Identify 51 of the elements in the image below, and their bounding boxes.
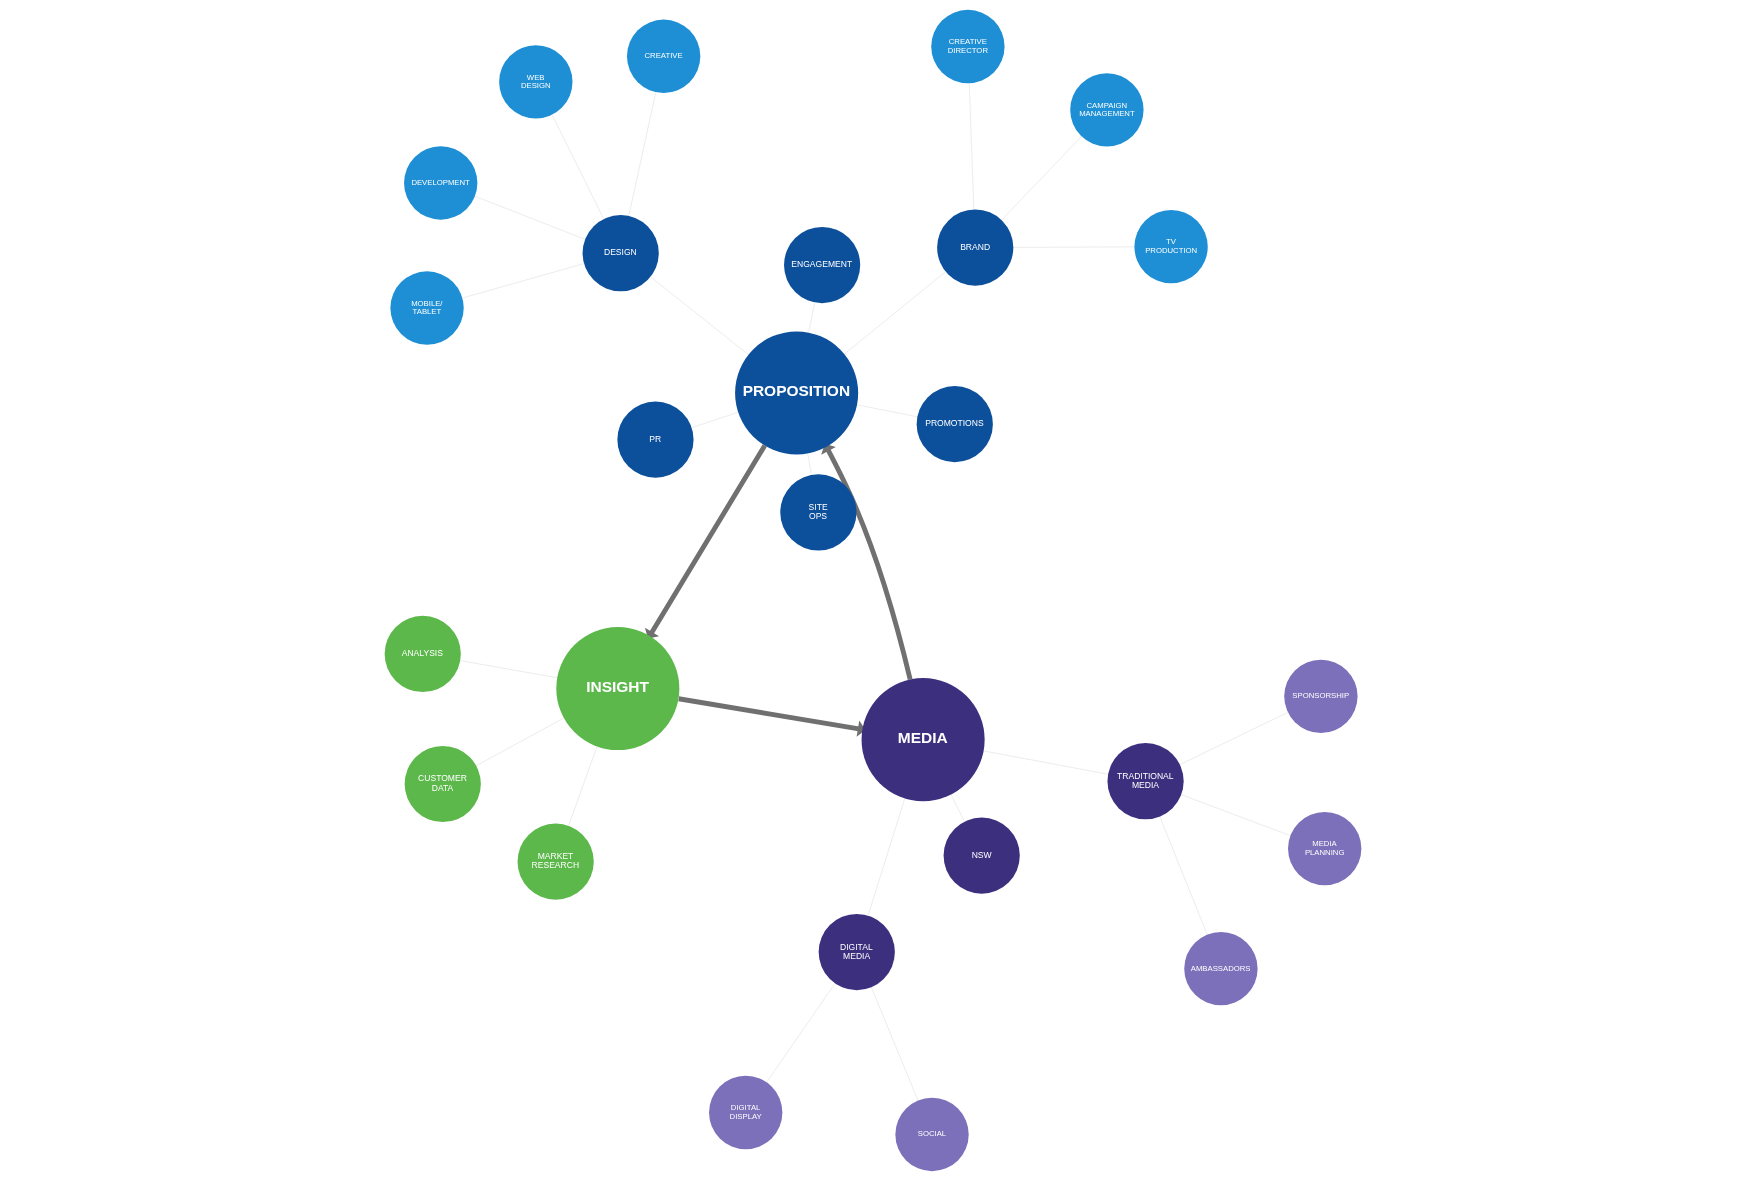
connector bbox=[856, 404, 918, 417]
connector bbox=[568, 746, 598, 826]
arrow bbox=[644, 444, 767, 639]
connector bbox=[462, 263, 585, 299]
node-circle: DESIGN bbox=[582, 215, 659, 292]
node-circle: DEVELOPMENT bbox=[404, 146, 478, 220]
node-circle: CREATIVE DIRECTOR bbox=[931, 9, 1005, 84]
node-circle: MEDIA PLANNING bbox=[1288, 811, 1362, 886]
connector bbox=[650, 276, 749, 355]
node-circle: BRAND bbox=[937, 209, 1014, 286]
connector bbox=[983, 750, 1109, 775]
connector bbox=[1179, 712, 1289, 765]
connector bbox=[808, 302, 815, 333]
connector bbox=[1001, 136, 1082, 221]
arrow bbox=[678, 696, 866, 737]
node-circle: CUSTOMER DATA bbox=[404, 745, 481, 823]
node-circle: SPONSORSHIP bbox=[1284, 659, 1358, 733]
connector bbox=[871, 987, 919, 1101]
node-circle: TRADITIONAL MEDIA bbox=[1107, 743, 1184, 820]
node-circle: SOCIAL bbox=[895, 1097, 969, 1172]
node-circle: DIGITAL DISPLAY bbox=[709, 1075, 783, 1150]
connector bbox=[476, 717, 564, 766]
node-circle: PR bbox=[617, 401, 694, 478]
connector bbox=[844, 271, 946, 355]
node-circle: CREATIVE bbox=[627, 19, 701, 93]
connector bbox=[867, 798, 905, 916]
node-circle: AMBASSADORS bbox=[1184, 932, 1258, 1006]
connector bbox=[1159, 816, 1208, 935]
connector bbox=[969, 83, 975, 210]
node-circle: MOBILE/ TABLET bbox=[390, 271, 464, 345]
node-circle: PROMOTIONS bbox=[916, 386, 993, 463]
node-circle: TV PRODUCTION bbox=[1134, 210, 1208, 284]
node-circle: NSW bbox=[943, 817, 1020, 894]
connector bbox=[628, 92, 656, 217]
node-circle: DIGITAL MEDIA bbox=[818, 913, 895, 991]
connector bbox=[551, 114, 604, 220]
connector bbox=[460, 660, 558, 678]
node-circle: ENGAGEMENT bbox=[784, 226, 861, 304]
connector bbox=[807, 453, 812, 476]
node-circle: MEDIA bbox=[861, 678, 985, 802]
node-circle: MARKET RESEARCH bbox=[517, 823, 594, 900]
node-circle: WEB DESIGN bbox=[499, 45, 573, 119]
connector bbox=[691, 412, 739, 428]
connector bbox=[474, 196, 586, 240]
connector bbox=[1181, 794, 1291, 836]
connector bbox=[766, 983, 836, 1083]
node-circle: CAMPAIGN MANAGEMENT bbox=[1070, 73, 1144, 147]
arrow bbox=[821, 443, 913, 681]
connector bbox=[950, 794, 965, 822]
node-circle: SITE OPS bbox=[780, 474, 857, 551]
node-circle: ANALYSIS bbox=[384, 615, 461, 693]
